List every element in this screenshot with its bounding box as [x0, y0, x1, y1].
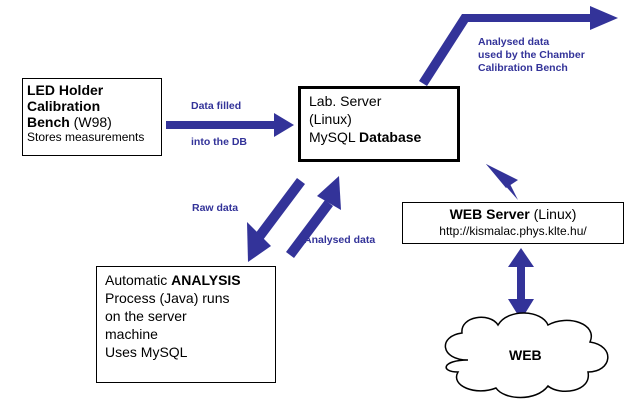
- analysis-line4: machine: [105, 326, 158, 342]
- label-raw-data: Raw data: [192, 202, 239, 214]
- web-server-title-bold: WEB Server: [449, 206, 530, 222]
- lab-server-line1: Lab. Server: [309, 93, 382, 109]
- web-server-title: WEB Server (Linux): [407, 206, 619, 223]
- label-data-filled: Data filled: [191, 100, 242, 112]
- led-holder-box: LED Holder Calibration Bench (W98) Store…: [22, 78, 162, 156]
- lab-server-line3: MySQL Database: [309, 128, 449, 146]
- lab-server-line2: (Linux): [309, 111, 352, 127]
- led-box-line3-rest: (W98): [69, 114, 112, 130]
- web-cloud: [444, 312, 609, 399]
- analysis-line1-normal: Automatic: [105, 272, 172, 288]
- arrow-led-to-server: [166, 113, 294, 137]
- web-server-title-rest: (Linux): [529, 206, 577, 222]
- led-box-line1: LED Holder: [27, 82, 104, 98]
- label-analysed-data: Analysed data: [304, 234, 376, 246]
- lab-server-line3-normal: MySQL: [309, 129, 360, 145]
- led-box-line4: Stores measurements: [27, 130, 145, 144]
- arrow-server-webserver: [486, 164, 518, 200]
- arrow-server-to-chamber: [419, 6, 618, 86]
- led-box-line3-bold: Bench: [27, 114, 70, 130]
- web-server-box: WEB Server (Linux) http://kismalac.phys.…: [402, 202, 624, 244]
- label-analysed-used-line1: Analysed data: [478, 36, 550, 48]
- arrow-webserver-cloud: [508, 248, 534, 320]
- analysis-line1: Automatic ANALYSIS: [105, 271, 267, 289]
- label-analysed-used: Analysed data used by the Chamber Calibr…: [478, 36, 585, 75]
- arrow-raw-data: [247, 178, 305, 262]
- analysis-line1-bold: ANALYSIS: [171, 272, 241, 288]
- lab-server-line3-bold: Database: [359, 129, 422, 145]
- analysis-line3: on the server: [105, 308, 187, 324]
- analysis-line5: Uses MySQL: [105, 344, 188, 360]
- analysis-box: Automatic ANALYSIS Process (Java) runs o…: [96, 266, 276, 383]
- label-analysed-used-line3: Calibration Bench: [478, 62, 568, 74]
- lab-server-box: Lab. Server (Linux) MySQL Database: [298, 86, 460, 162]
- cloud-label: WEB: [509, 347, 542, 363]
- label-analysed-used-line2: used by the Chamber: [478, 49, 585, 61]
- label-into-db: into the DB: [191, 136, 247, 148]
- web-server-url: http://kismalac.phys.klte.hu/: [439, 224, 587, 238]
- arrow-analysed-data: [286, 176, 341, 258]
- led-box-line2: Calibration: [27, 98, 101, 114]
- led-box-line3: Bench (W98): [27, 114, 157, 130]
- analysis-line2: Process (Java) runs: [105, 290, 230, 306]
